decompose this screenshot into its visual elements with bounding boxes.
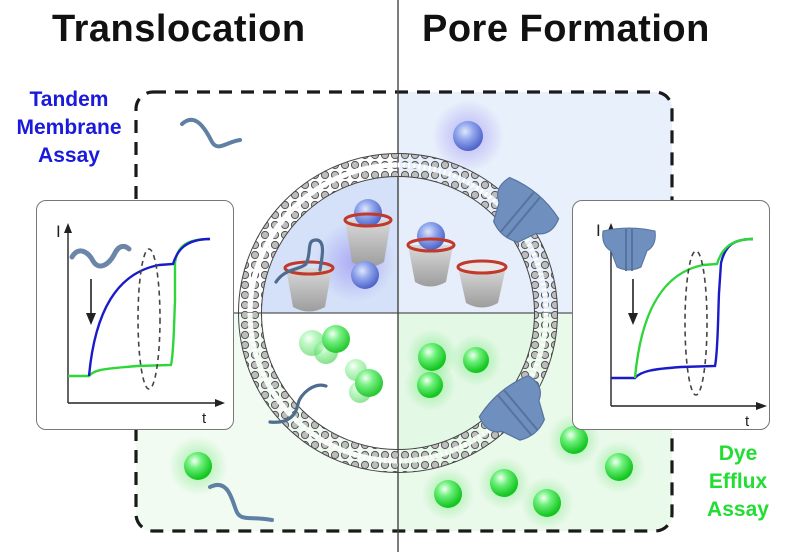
- x-axis-arrow-icon: [215, 399, 225, 407]
- inset-plot-translocation: I t: [36, 200, 234, 430]
- quenched-dye-cluster-2: [345, 359, 383, 403]
- label-line: Tandem: [29, 88, 109, 111]
- basket-carrier-3: [406, 222, 456, 287]
- basket-carrier-1: [343, 199, 393, 267]
- x-axis-arrow-icon: [756, 402, 767, 410]
- title-pore-formation: Pore Formation: [422, 8, 710, 50]
- x-axis-label: t: [202, 410, 207, 427]
- label-line: Dye: [718, 442, 758, 465]
- green-dye-outside-left: [168, 436, 228, 496]
- label-line: Assay: [38, 144, 100, 167]
- blue-trace: [87, 237, 211, 377]
- basket-carrier-2: [274, 238, 335, 312]
- label-line: Membrane: [16, 116, 122, 139]
- x-axis-label: t: [745, 413, 750, 429]
- highlight-region: [684, 250, 708, 396]
- green-dye-outside-right: [406, 329, 645, 529]
- tandem-membrane-assay-label: Tandem Membrane Assay: [8, 86, 130, 170]
- dye-efflux-assay-label: Dye Efflux Assay: [688, 440, 788, 524]
- down-arrow-head-icon: [628, 313, 638, 325]
- highlight-region: [137, 248, 161, 390]
- label-line: Efflux: [708, 470, 768, 493]
- label-line: Assay: [707, 498, 769, 521]
- green-trace: [633, 237, 754, 379]
- quenched-dye-cluster-1: [299, 325, 350, 364]
- translocating-peptide: [268, 383, 328, 424]
- peptide-icon: [180, 117, 242, 149]
- title-translocation: Translocation: [52, 8, 306, 50]
- pore-protein-icon: [602, 227, 656, 271]
- blue-dye-molecule: [432, 100, 504, 172]
- blue-dye-inside: [351, 261, 379, 289]
- peptide-icon: [69, 243, 132, 269]
- inset-plot-pore-formation: I t: [572, 200, 770, 430]
- pore-protein-bottom: [478, 374, 546, 441]
- basket-carrier-4: [456, 259, 508, 308]
- pore-protein-top: [492, 176, 560, 243]
- y-axis-label: I: [596, 221, 601, 240]
- lipid-bilayer-vesicle: [238, 153, 558, 473]
- down-arrow-head-icon: [86, 313, 96, 325]
- y-axis-label: I: [56, 222, 61, 241]
- peptide-outside-bottom: [208, 483, 274, 522]
- y-axis-arrow-icon: [64, 223, 72, 233]
